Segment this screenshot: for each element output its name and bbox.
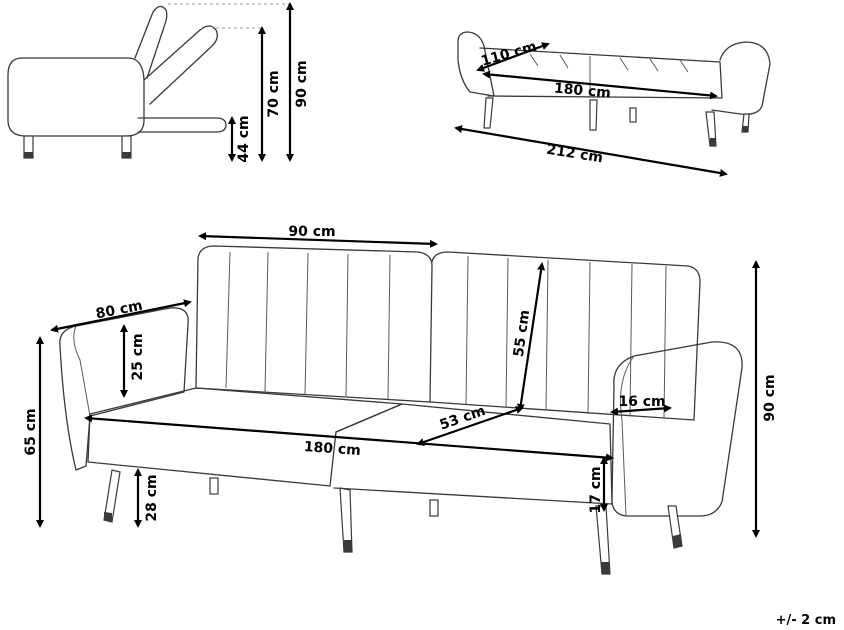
side-view: 44 cm 70 cm 90 cm: [7, 2, 310, 163]
dim-line-80: [50, 299, 192, 333]
label-212cm: 212 cm: [545, 142, 604, 167]
dim-line-180-seat: [84, 414, 614, 462]
dim-line-55: [516, 262, 546, 412]
side-view-sofa-outline: [7, 5, 227, 159]
dim-line-180-bed: [482, 70, 718, 100]
bed-view: 110 cm 180 cm 212 cm: [454, 31, 771, 177]
label-55cm: 55 cm: [511, 309, 533, 358]
label-90cm-backrest: 90 cm: [288, 224, 335, 240]
dim-line-212: [454, 125, 728, 177]
tolerance-note: +/- 2 cm: [776, 613, 836, 628]
label-180cm-seat: 180 cm: [303, 439, 361, 459]
label-110cm: 110 cm: [479, 39, 538, 70]
dim-line-90-backrest: [198, 232, 438, 248]
label-90cm-right: 90 cm: [762, 374, 778, 421]
dim-line-16: [610, 404, 672, 416]
label-44cm: 44 cm: [236, 115, 252, 162]
label-65cm: 65 cm: [23, 408, 39, 455]
label-90cm-side: 90 cm: [294, 60, 310, 107]
label-28cm: 28 cm: [144, 474, 160, 521]
label-17cm: 17 cm: [588, 466, 604, 513]
label-16cm: 16 cm: [618, 394, 665, 410]
dim-line-110: [476, 42, 550, 72]
dim-line-53: [416, 406, 524, 446]
label-70cm: 70 cm: [266, 70, 282, 117]
label-25cm: 25 cm: [130, 333, 146, 380]
sofa-view-sofa-outline: [59, 245, 743, 575]
label-180cm-bed: 180 cm: [553, 81, 611, 102]
label-80cm: 80 cm: [95, 298, 144, 323]
sofa-view: 90 cm 80 cm 25 cm 65 cm 180 cm 28 cm 55 …: [23, 224, 778, 575]
